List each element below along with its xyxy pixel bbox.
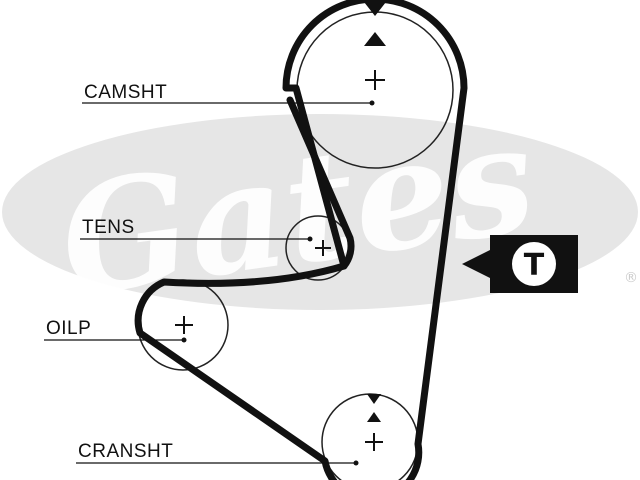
cam-timing-mark-bottom-icon — [364, 32, 386, 46]
tensioner-pointer-icon — [462, 248, 494, 280]
tensioner-letter: T — [524, 248, 545, 283]
cam-timing-mark-top-icon — [364, 2, 386, 16]
crankshaft-center-cross — [365, 433, 383, 451]
pulley-centers — [175, 70, 385, 451]
gates-logo-watermark: Gates ® — [2, 90, 638, 330]
camshaft-center-cross — [365, 70, 385, 90]
oil-pump-label: OILP — [46, 318, 91, 339]
registered-mark: ® — [624, 270, 638, 286]
crankshaft-pulley — [321, 393, 419, 480]
timing-belt — [134, 0, 468, 480]
tensioner-circle — [512, 242, 556, 286]
crank-timing-mark-top-icon — [367, 394, 381, 404]
camshaft-label: CAMSHT — [84, 82, 167, 103]
crankshaft-label: CRANSHT — [78, 441, 173, 462]
tensioner-center-cross — [315, 240, 331, 256]
leader-dots — [181, 100, 375, 466]
tensioner-indicator: T — [462, 235, 578, 293]
tensioner-label: TENS — [82, 217, 135, 238]
timing-marks — [364, 2, 386, 422]
timing-belt-inner-run — [286, 96, 355, 270]
leader-lines — [44, 102, 372, 464]
crank-timing-mark-bottom-icon — [367, 412, 381, 422]
oil-pump-center-cross — [175, 316, 193, 334]
